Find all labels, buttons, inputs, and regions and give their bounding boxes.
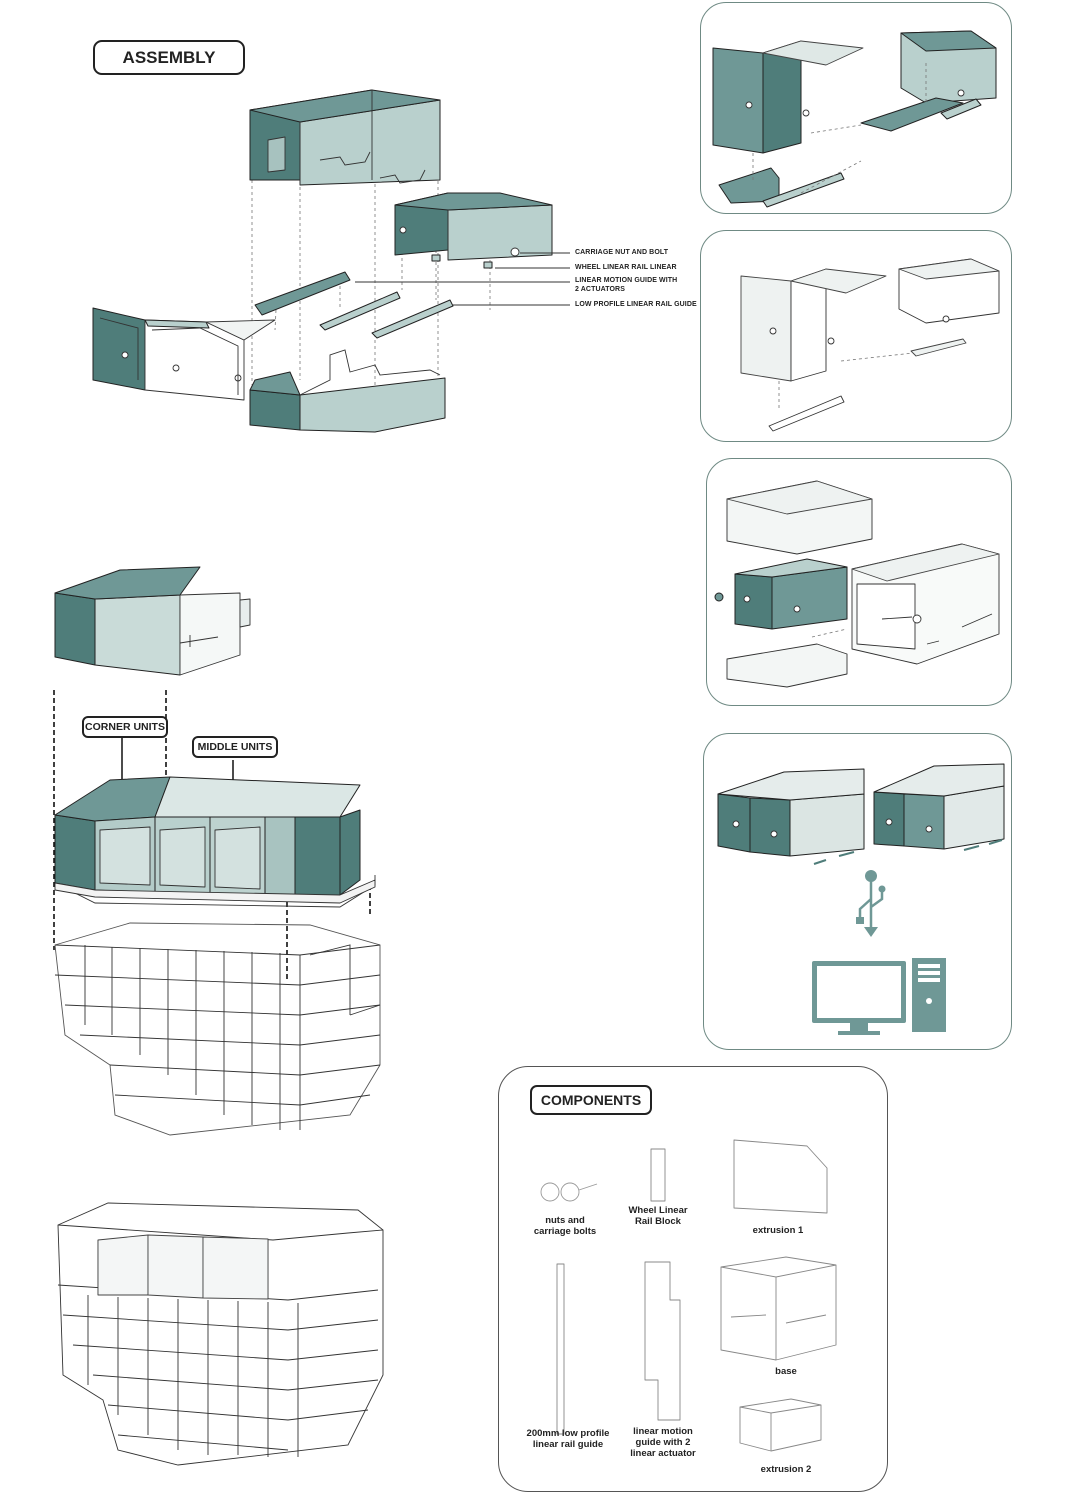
- extrusion-1-drawing: [733, 1139, 828, 1214]
- callout-linear-motion-guide: LINEAR MOTION GUIDE WITH: [575, 277, 678, 284]
- monitor-icon: [812, 961, 906, 1035]
- panel-assembly-step-2: [700, 230, 1012, 442]
- label-extrusion-1: extrusion 1: [752, 1225, 804, 1236]
- panel-assembly-step-3: [706, 458, 1012, 706]
- rail-guide-drawing: [556, 1263, 565, 1435]
- label-base: base: [775, 1366, 797, 1377]
- nuts-bolts-drawing: [540, 1182, 598, 1202]
- callout-wheel-linear-rail: WHEEL LINEAR RAIL LINEAR: [575, 264, 677, 271]
- callout-actuators: 2 ACTUATORS: [575, 286, 625, 293]
- label-extrusion-2: extrusion 2: [760, 1464, 812, 1475]
- base-drawing: [720, 1256, 837, 1361]
- extrusion-2-drawing: [739, 1398, 822, 1452]
- panel-assembly-step-1: [700, 2, 1012, 214]
- callout-low-profile-rail: LOW PROFILE LINEAR RAIL GUIDE: [575, 301, 697, 308]
- assembly-exploded-diagram: [92, 89, 570, 433]
- corner-units-label: CORNER UNITS: [82, 716, 168, 738]
- units-row-drawing: [54, 776, 376, 908]
- components-title: COMPONENTS: [530, 1085, 652, 1115]
- corner-unit-detail: [54, 566, 251, 676]
- wheel-linear-rail-block-drawing: [650, 1148, 666, 1202]
- step-1-drawing: [712, 30, 997, 208]
- panel-control-system: [703, 733, 1012, 1050]
- computer-tower-icon: [912, 958, 946, 1032]
- control-system-drawing: [717, 763, 1005, 865]
- callout-carriage-nut: CARRIAGE NUT AND BOLT: [575, 249, 669, 256]
- middle-units-label: MIDDLE UNITS: [192, 736, 278, 758]
- step-3-drawing: [714, 480, 1000, 688]
- linear-motion-guide-drawing: [644, 1261, 681, 1421]
- usb-icon: [856, 870, 886, 937]
- wall-stack-drawing-1: [54, 922, 381, 1136]
- wall-stack-drawing-2: [57, 1202, 384, 1466]
- step-2-drawing: [740, 258, 1000, 432]
- assembly-title: ASSEMBLY: [93, 40, 245, 75]
